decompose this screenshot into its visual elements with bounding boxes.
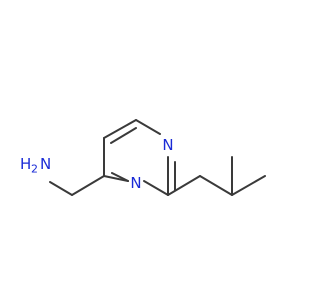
bond-c6-n1 xyxy=(135,119,161,135)
bond-ch2-ch xyxy=(199,175,233,196)
bond-c4-n3-inner xyxy=(111,172,129,182)
amine-n-label: N xyxy=(40,155,51,173)
bond-ch2-n xyxy=(49,181,73,196)
bond-c2-n3 xyxy=(143,180,169,196)
bond-c4-ch2 xyxy=(71,175,105,196)
amine-h2-subscript: 2 xyxy=(31,163,38,176)
bond-ch-methyl-right xyxy=(231,175,266,196)
molecule-structure: N N H 2 N xyxy=(20,119,266,196)
ring-n3-label: N xyxy=(130,174,141,192)
bond-c5-c6 xyxy=(103,119,137,139)
ring-n1-label: N xyxy=(162,136,173,154)
bond-c4-n3 xyxy=(103,175,129,182)
bond-c2-ch2 xyxy=(167,175,201,196)
amine-h-label: H xyxy=(20,155,31,173)
amine-group-label: H 2 N xyxy=(20,155,51,176)
bond-c5-c6-inner xyxy=(110,127,137,144)
